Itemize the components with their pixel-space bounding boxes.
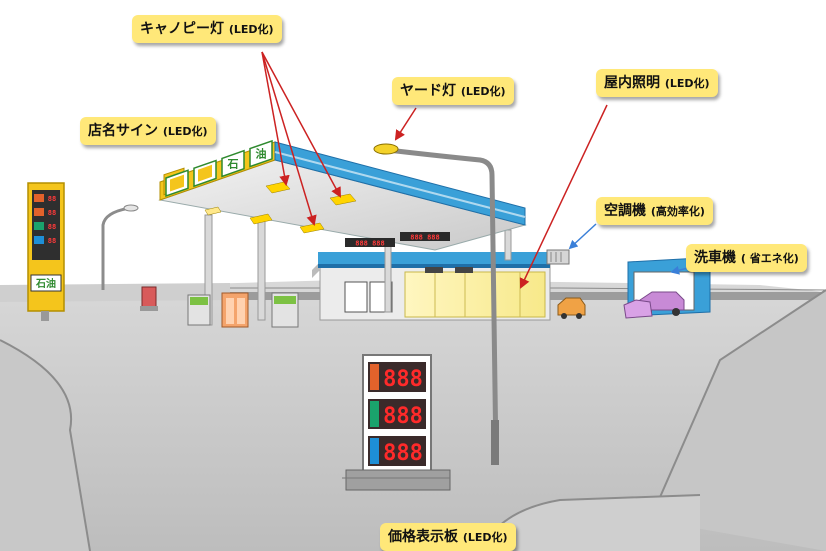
price-row: 888 — [368, 436, 426, 466]
svg-text:88: 88 — [48, 223, 56, 231]
arrow-yard-light — [394, 107, 417, 141]
fuel-color-swatch — [370, 438, 379, 464]
svg-text:888 888: 888 888 — [355, 240, 385, 248]
label-shop-sign: 店名サイン (LED化) — [80, 117, 216, 145]
label-indoor-sub: (LED化) — [664, 77, 710, 90]
arrow-canopy-3 — [261, 51, 317, 227]
canopy-sign-tile — [165, 169, 189, 198]
price-board: 888 888 888 — [342, 354, 451, 491]
price-row: 888 — [368, 399, 426, 429]
canopy-sign-tile — [193, 159, 217, 188]
canopy-sign-char: 油 — [256, 147, 267, 161]
canopy-sign-tile: 石 — [221, 149, 245, 178]
label-yard-light: ヤード灯 (LED化) — [392, 77, 514, 105]
annotation-arrows — [261, 51, 689, 289]
canopy-sign-char: 石 — [227, 157, 239, 170]
arrow-canopy-1 — [261, 51, 290, 187]
label-aircon-main: 空調機 — [604, 203, 646, 219]
station-building — [312, 249, 570, 321]
label-sign-main: 店名サイン — [88, 123, 158, 139]
label-carwash: 洗車機 ( 省エネ化) — [686, 244, 807, 272]
canopy-brand-sign: 石油 — [163, 139, 273, 198]
svg-text:888 888: 888 888 — [410, 234, 440, 242]
pole-sign-brand: 石油 — [35, 277, 56, 290]
arrow-canopy-2 — [261, 51, 342, 198]
canopy: 888 888 888 888 — [158, 141, 527, 326]
price-row: 888 — [368, 362, 426, 392]
price-digits: 888 — [383, 404, 423, 429]
label-yard-sub: (LED化) — [460, 85, 506, 98]
canopy-sign-tile: 油 — [249, 139, 273, 168]
label-yard-main: ヤード灯 — [400, 83, 456, 99]
label-aircon: 空調機 (高効率化) — [596, 197, 713, 225]
label-sign-sub: (LED化) — [162, 125, 208, 138]
label-indoor-main: 屋内照明 — [604, 75, 660, 91]
price-digits: 888 — [383, 367, 423, 392]
arrow-aircon — [568, 223, 597, 250]
fuel-pumps — [140, 286, 299, 328]
svg-text:88: 88 — [48, 209, 56, 217]
car-wash — [623, 257, 711, 319]
svg-text:88: 88 — [48, 195, 56, 203]
fuel-color-swatch — [370, 401, 379, 427]
pole-sign: 88 88 88 88 石油 — [27, 182, 65, 321]
label-canopy-light: キャノピー灯 (LED化) — [132, 15, 282, 43]
label-carwash-main: 洗車機 — [694, 250, 736, 266]
svg-text:88: 88 — [48, 237, 56, 245]
label-price-board: 価格表示板 (LED化) — [380, 523, 516, 551]
yard-light-pole — [373, 143, 499, 465]
street-light-left — [101, 204, 139, 290]
label-price-main: 価格表示板 — [388, 529, 458, 545]
label-price-sub: (LED化) — [462, 531, 508, 544]
label-carwash-sub: ( 省エネ化) — [740, 252, 799, 265]
label-canopy-sub: (LED化) — [228, 23, 274, 36]
arrow-indoor-light — [519, 104, 608, 289]
label-aircon-sub: (高効率化) — [650, 205, 705, 218]
label-indoor-light: 屋内照明 (LED化) — [596, 69, 718, 97]
label-canopy-main: キャノピー灯 — [140, 21, 224, 37]
arrow-carwash — [670, 265, 689, 275]
price-digits: 888 — [383, 441, 423, 466]
fuel-color-swatch — [370, 364, 379, 390]
parked-car — [557, 297, 586, 319]
